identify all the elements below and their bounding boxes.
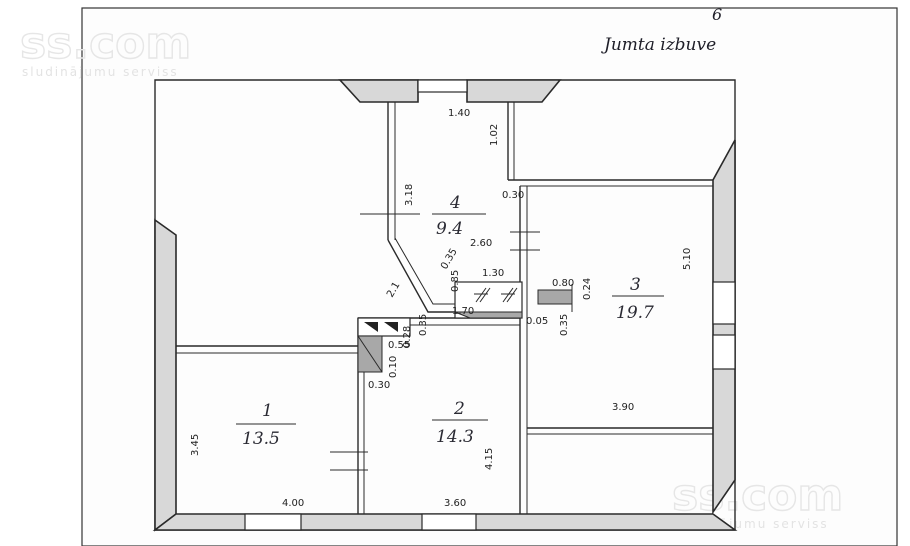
flue-icon-1 [364,322,378,332]
dim-0-80: 0.80 [552,278,574,289]
dim-0-30-top: 0.30 [502,190,524,201]
dim-4-15: 4.15 [484,448,495,470]
stair-gray-bar [454,311,523,319]
dim-1-30: 1.30 [482,268,504,279]
top-wall-left [338,79,419,103]
flue-icon-2 [384,322,398,332]
stair-hatch-5 [506,287,518,303]
dim-3-60: 3.60 [444,498,466,509]
top-wall-right [466,79,562,103]
dim-1-40: 1.40 [448,108,470,119]
chimney-diagonal [357,335,383,373]
stair-hatch-2 [479,287,491,303]
dim-5-10: 5.10 [682,248,693,270]
dim-0-35-vent: 0.35 [559,314,570,336]
watermark-bottom-logo: ss.com [672,470,843,521]
room-2-area: 14.3 [436,427,474,447]
dim-3-18: 3.18 [404,184,415,206]
dim-0-24: 0.24 [582,278,593,300]
dim-0-28: 0.28 [402,326,413,348]
dim-1-02: 1.02 [489,124,500,146]
corridor-diagonal [387,239,455,313]
watermark-top-logo: ss.com [20,18,191,69]
plan-title: Jumta izbuve [601,35,716,55]
room-1-number: 1 [262,401,273,421]
dim-0-30-chimney: 0.30 [368,380,390,391]
vent-block [537,289,573,305]
stair-hatch-1 [475,287,487,303]
page-mark: 6 [712,5,722,24]
dim-1-70: 1.70 [452,306,474,317]
watermark-top-tagline: sludinājumu serviss [22,65,179,79]
dim-3-45: 3.45 [190,434,201,456]
room-2-number: 2 [453,399,465,419]
dim-0-05: 0.05 [526,316,548,327]
dim-0-85: 0.85 [450,270,461,292]
dim-3-90: 3.90 [612,402,634,413]
bottom-window-2 [421,513,477,531]
room-3-number: 3 [630,275,641,295]
dim-0-35-flue: 0.35 [418,314,429,336]
room-3-area: 19.7 [616,303,654,323]
stair-hatch-4 [502,287,514,303]
dim-0-10: 0.10 [388,356,399,378]
bottom-window-1 [244,513,302,531]
top-window [417,79,468,93]
corridor-diagonal-inner [394,237,455,305]
room-1-area: 13.5 [242,429,280,449]
dim-2-60: 2.60 [470,238,492,249]
room-4-area: 9.4 [436,219,463,239]
right-wall [712,139,736,515]
dim-4-00: 4.00 [282,498,304,509]
room-4-number: 4 [449,193,461,213]
right-window-1 [712,281,736,325]
right-window-2 [712,334,736,370]
left-wall [154,218,177,532]
dim-0-55: 0.55 [388,340,410,351]
